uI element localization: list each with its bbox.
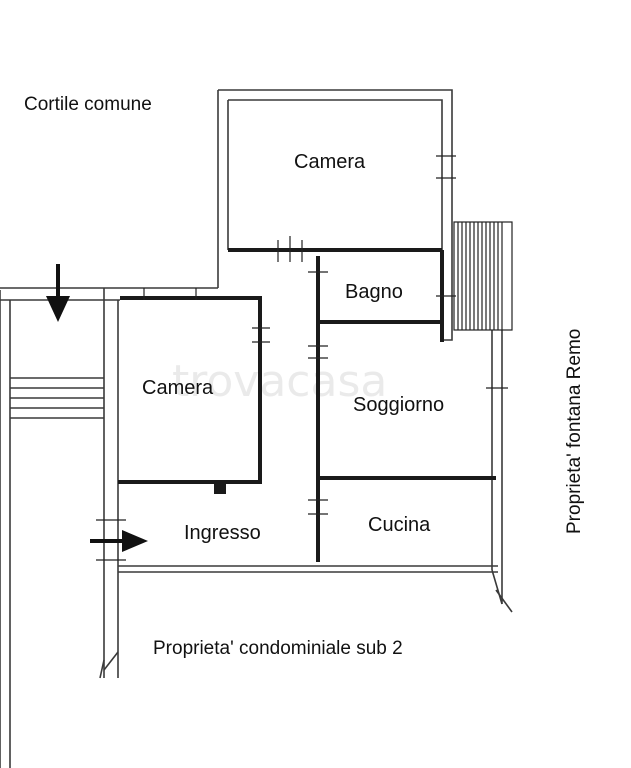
outer-walls: [0, 89, 513, 768]
room-label-camera-top: Camera: [294, 151, 366, 173]
entrance-arrow-down-icon: [46, 264, 70, 322]
room-label-camera-left: Camera: [142, 377, 214, 399]
right-property-label: Proprieta' fontana Remo: [564, 329, 585, 534]
interior-walls: [118, 248, 496, 562]
courtyard-label: Cortile comune: [24, 94, 152, 115]
bottom-property-label: Proprieta' condominiale sub 2: [153, 638, 403, 659]
stair-block: [453, 221, 513, 331]
entrance-arrow-right-icon: [90, 530, 148, 552]
room-label-bagno: Bagno: [345, 281, 403, 303]
room-label-cucina: Cucina: [368, 514, 431, 536]
opening-marks: [96, 155, 508, 561]
room-label-ingresso: Ingresso: [184, 522, 261, 544]
room-label-soggiorno: Soggiorno: [353, 394, 444, 416]
column-marker: [214, 482, 226, 494]
watermark: trovacasa: [172, 356, 387, 407]
